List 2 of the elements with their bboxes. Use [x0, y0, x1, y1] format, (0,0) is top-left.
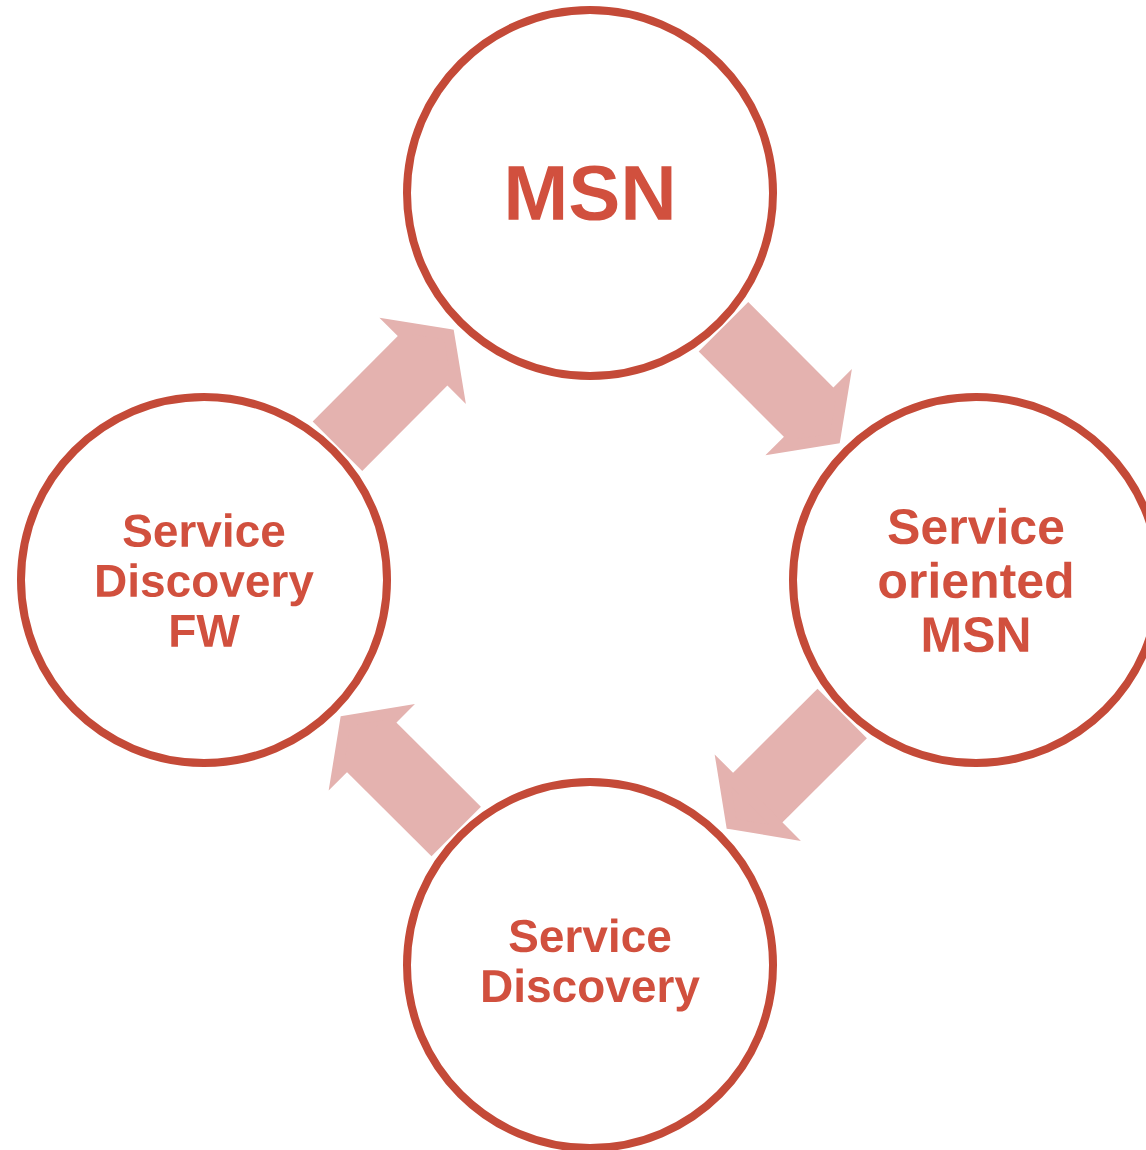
circle-node: MSN — [403, 6, 777, 380]
circle-node: Service Discovery FW — [17, 393, 391, 767]
